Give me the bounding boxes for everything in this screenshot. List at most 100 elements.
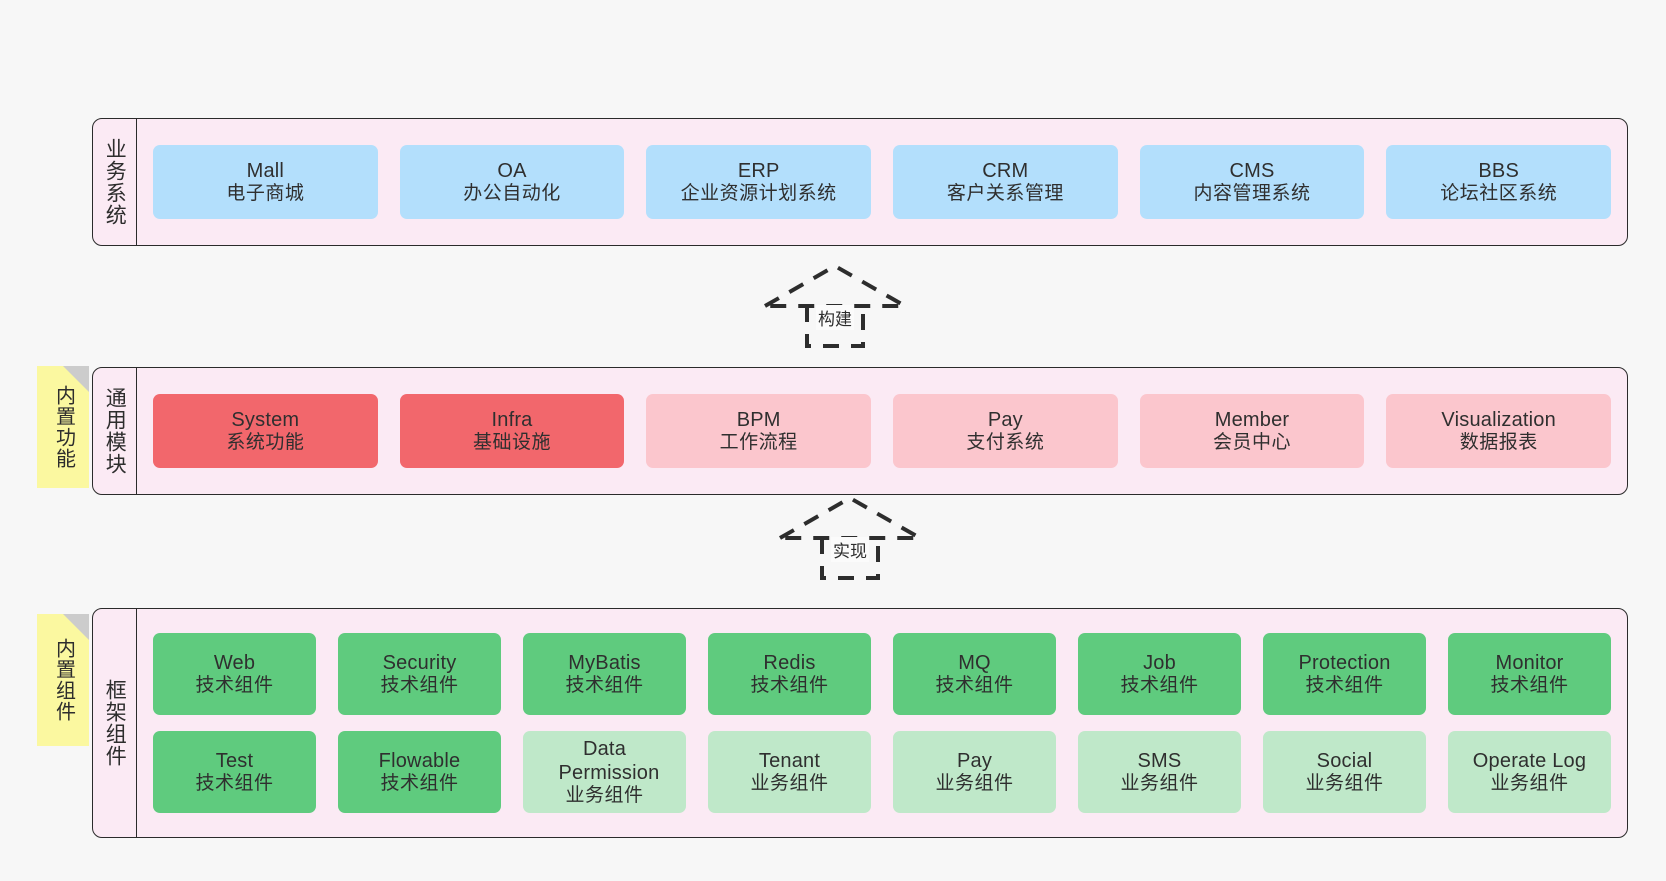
- card-security[interactable]: Security 技术组件: [338, 633, 501, 715]
- card-subtitle: 客户关系管理: [946, 182, 1064, 204]
- card-subtitle: 业务组件: [1305, 772, 1384, 794]
- card-job[interactable]: Job 技术组件: [1078, 633, 1241, 715]
- card-mq[interactable]: MQ 技术组件: [893, 633, 1056, 715]
- card-social[interactable]: Social 业务组件: [1263, 731, 1426, 813]
- card-subtitle: 业务组件: [1120, 772, 1199, 794]
- card-sms[interactable]: SMS 业务组件: [1078, 731, 1241, 813]
- card-row: Test 技术组件 Flowable 技术组件 Data Permission …: [153, 731, 1611, 813]
- card-title: Social: [1316, 749, 1373, 772]
- card-row: System 系统功能 Infra 基础设施 BPM 工作流程 Pay 支付系统…: [153, 394, 1612, 468]
- card-subtitle: 办公自动化: [463, 182, 561, 204]
- card-oa[interactable]: OA 办公自动化: [399, 145, 625, 219]
- card-subtitle: 工作流程: [719, 431, 798, 453]
- card-title: ERP: [737, 159, 780, 182]
- card-bpm[interactable]: BPM 工作流程: [646, 394, 872, 468]
- card-title: Test: [215, 749, 254, 772]
- card-operate-log[interactable]: Operate Log 业务组件: [1448, 731, 1611, 813]
- card-title: Visualization: [1441, 408, 1556, 431]
- card-row: Mall 电子商城 OA 办公自动化 ERP 企业资源计划系统 CRM 客户关系…: [153, 145, 1612, 219]
- card-infra[interactable]: Infra 基础设施: [399, 394, 625, 468]
- card-subtitle: 基础设施: [473, 431, 552, 453]
- card-subtitle: 技术组件: [380, 674, 459, 696]
- card-title: Pay: [987, 408, 1023, 431]
- card-subtitle: 电子商城: [226, 182, 305, 204]
- card-subtitle: 业务组件: [1490, 772, 1569, 794]
- card-data-permission[interactable]: Data Permission 业务组件: [523, 731, 686, 813]
- card-subtitle: 支付系统: [966, 431, 1045, 453]
- card-title: BPM: [736, 408, 781, 431]
- sticky-note-label: 内置功能: [52, 385, 75, 469]
- layer-title-common-modules: 通用模块: [93, 368, 137, 494]
- sticky-note-builtin-components: 内置组件: [37, 614, 89, 746]
- layer-common-modules: 通用模块 System 系统功能 Infra 基础设施 BPM 工作流程 Pay…: [92, 367, 1628, 495]
- layer-title-framework-components: 框架组件: [93, 609, 137, 837]
- card-title: BBS: [1478, 159, 1519, 182]
- card-subtitle: 论坛社区系统: [1440, 182, 1558, 204]
- card-erp[interactable]: ERP 企业资源计划系统: [646, 145, 872, 219]
- connector-label: 构建: [816, 305, 854, 330]
- card-subtitle: 技术组件: [1305, 674, 1384, 696]
- card-protection[interactable]: Protection 技术组件: [1263, 633, 1426, 715]
- card-title: CMS: [1229, 159, 1275, 182]
- card-title: SMS: [1137, 749, 1182, 772]
- card-bbs[interactable]: BBS 论坛社区系统: [1386, 145, 1612, 219]
- card-subtitle: 技术组件: [195, 674, 274, 696]
- card-flowable[interactable]: Flowable 技术组件: [338, 731, 501, 813]
- card-title: Mall: [246, 159, 285, 182]
- card-pay-component[interactable]: Pay 业务组件: [893, 731, 1056, 813]
- card-test[interactable]: Test 技术组件: [153, 731, 316, 813]
- card-subtitle: 数据报表: [1459, 431, 1538, 453]
- layer-body-business-systems: Mall 电子商城 OA 办公自动化 ERP 企业资源计划系统 CRM 客户关系…: [137, 119, 1627, 245]
- card-title: Protection: [1298, 651, 1391, 674]
- card-title: Infra: [491, 408, 533, 431]
- card-title: Operate Log: [1472, 749, 1587, 772]
- card-crm[interactable]: CRM 客户关系管理: [893, 145, 1118, 219]
- card-system[interactable]: System 系统功能: [153, 394, 378, 468]
- card-title: Redis: [763, 651, 816, 674]
- card-cms[interactable]: CMS 内容管理系统: [1139, 145, 1365, 219]
- card-subtitle: 技术组件: [1120, 674, 1199, 696]
- sticky-note-label: 内置组件: [52, 638, 75, 722]
- connector-label: 实现: [831, 537, 869, 562]
- card-title: Flowable: [378, 749, 461, 772]
- card-title: Job: [1143, 651, 1176, 674]
- layer-title-business-systems: 业务系统: [93, 119, 137, 245]
- connector-build: 构建: [757, 262, 913, 348]
- layer-framework-components: 框架组件 Web 技术组件 Security 技术组件 MyBatis 技术组件…: [92, 608, 1628, 838]
- card-subtitle: 技术组件: [195, 772, 274, 794]
- card-title: MQ: [958, 651, 991, 674]
- card-web[interactable]: Web 技术组件: [153, 633, 316, 715]
- card-title: Pay: [956, 749, 993, 772]
- card-mall[interactable]: Mall 电子商城: [153, 145, 378, 219]
- card-subtitle: 内容管理系统: [1193, 182, 1311, 204]
- layer-body-common-modules: System 系统功能 Infra 基础设施 BPM 工作流程 Pay 支付系统…: [137, 368, 1627, 494]
- card-subtitle: 业务组件: [565, 784, 644, 806]
- card-subtitle: 技术组件: [380, 772, 459, 794]
- card-subtitle: 技术组件: [565, 674, 644, 696]
- card-pay[interactable]: Pay 支付系统: [893, 394, 1118, 468]
- card-title: Monitor: [1495, 651, 1564, 674]
- card-subtitle: 业务组件: [750, 772, 829, 794]
- card-title: System: [231, 408, 300, 431]
- sticky-note-builtin-features: 内置功能: [37, 366, 89, 488]
- card-title: Member: [1214, 408, 1290, 431]
- card-subtitle: 企业资源计划系统: [680, 182, 837, 204]
- layer-body-framework-components: Web 技术组件 Security 技术组件 MyBatis 技术组件 Redi…: [137, 609, 1627, 837]
- card-tenant[interactable]: Tenant 业务组件: [708, 731, 871, 813]
- card-title: MyBatis: [568, 651, 641, 674]
- connector-implement: 实现: [772, 494, 928, 580]
- card-subtitle: 技术组件: [1490, 674, 1569, 696]
- card-title: OA: [497, 159, 527, 182]
- card-monitor[interactable]: Monitor 技术组件: [1448, 633, 1611, 715]
- card-subtitle: 会员中心: [1213, 431, 1292, 453]
- card-mybatis[interactable]: MyBatis 技术组件: [523, 633, 686, 715]
- card-subtitle: 技术组件: [935, 674, 1014, 696]
- card-subtitle: 系统功能: [226, 431, 305, 453]
- card-redis[interactable]: Redis 技术组件: [708, 633, 871, 715]
- card-visualization[interactable]: Visualization 数据报表: [1386, 394, 1612, 468]
- card-subtitle: 技术组件: [750, 674, 829, 696]
- card-member[interactable]: Member 会员中心: [1139, 394, 1365, 468]
- card-title: Security: [382, 651, 457, 674]
- card-row: Web 技术组件 Security 技术组件 MyBatis 技术组件 Redi…: [153, 633, 1611, 715]
